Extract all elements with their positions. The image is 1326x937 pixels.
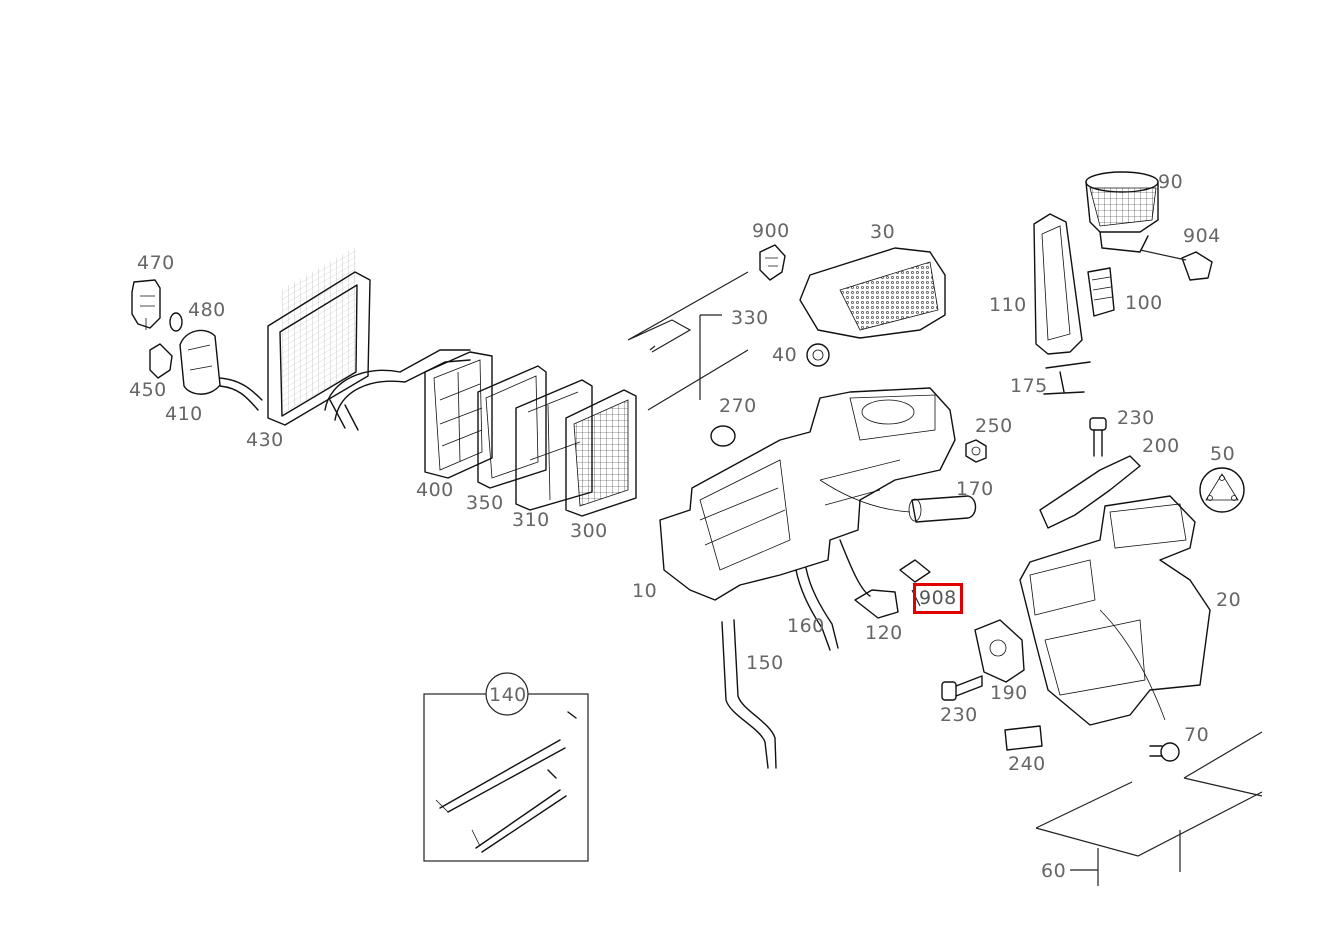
blower-motor-part [1085, 171, 1159, 253]
part-label-20[interactable]: 20 [1216, 589, 1242, 611]
part-label-904[interactable]: 904 [1183, 225, 1221, 247]
cover-panel-part [1035, 731, 1263, 886]
part-label-160[interactable]: 160 [787, 615, 825, 637]
water-hose-part [721, 619, 777, 769]
part-label-30[interactable]: 30 [870, 221, 896, 243]
heater-core-part [424, 351, 493, 479]
blower-regulator-part [1087, 267, 1115, 317]
part-label-270[interactable]: 270 [719, 395, 757, 417]
part-label-230-upper[interactable]: 230 [1117, 407, 1155, 429]
part-label-100[interactable]: 100 [1125, 292, 1163, 314]
part-label-120[interactable]: 120 [865, 622, 903, 644]
bowden-cable-part [627, 271, 749, 411]
part-label-60[interactable]: 60 [1041, 860, 1067, 882]
part-label-430[interactable]: 430 [246, 429, 284, 451]
duct-part [908, 495, 977, 523]
part-label-40[interactable]: 40 [772, 344, 798, 366]
coolant-pipes-part [324, 349, 471, 421]
drain-hose-part [795, 567, 839, 651]
sensor-part [759, 244, 786, 281]
blower-connector-part [1139, 249, 1213, 281]
screw-part-lower [941, 675, 983, 701]
part-label-170[interactable]: 170 [956, 478, 994, 500]
part-label-140[interactable]: 140 [489, 684, 527, 706]
main-housing-part [659, 387, 956, 601]
part-label-908[interactable]: 908 [913, 583, 963, 614]
part-label-90[interactable]: 90 [1158, 171, 1184, 193]
part-label-400[interactable]: 400 [416, 479, 454, 501]
part-label-175[interactable]: 175 [1010, 375, 1048, 397]
part-label-190[interactable]: 190 [990, 682, 1028, 704]
part-label-480[interactable]: 480 [188, 299, 226, 321]
expansion-valve-part [131, 279, 161, 330]
wiring-bracket-part [1039, 455, 1141, 529]
part-label-350[interactable]: 350 [466, 492, 504, 514]
filter-frame-part [477, 365, 547, 489]
cabin-filter-part [565, 389, 637, 517]
insulation-sleeve-part [179, 329, 221, 395]
leader-908 [911, 589, 921, 607]
evaporator-part [267, 246, 371, 426]
part-label-50[interactable]: 50 [1210, 443, 1236, 465]
part-label-310[interactable]: 310 [512, 509, 550, 531]
part-label-410[interactable]: 410 [165, 403, 203, 425]
wiring-harness-part [839, 539, 931, 619]
bracket-part [149, 343, 173, 379]
part-label-330[interactable]: 330 [731, 307, 769, 329]
part-label-300[interactable]: 300 [570, 520, 608, 542]
part-label-250[interactable]: 250 [975, 415, 1013, 437]
part-label-240[interactable]: 240 [1008, 753, 1046, 775]
filter-housing-part [1033, 213, 1083, 355]
pipe-part [219, 377, 263, 411]
screw-part-70 [1149, 742, 1180, 762]
nut-part [965, 439, 987, 463]
triangle-symbol-part [1199, 467, 1245, 513]
part-label-150[interactable]: 150 [746, 652, 784, 674]
part-label-450[interactable]: 450 [129, 379, 167, 401]
part-label-10[interactable]: 10 [632, 580, 658, 602]
harness-box [423, 672, 589, 862]
actuator-part [806, 343, 830, 367]
servo-motor-part [974, 619, 1025, 683]
cap-part [710, 425, 736, 447]
clip-part [1004, 725, 1043, 751]
part-label-470[interactable]: 470 [137, 252, 175, 274]
air-distribution-housing-part [799, 247, 946, 339]
part-label-70[interactable]: 70 [1184, 724, 1210, 746]
heater-box-part [1019, 495, 1211, 726]
pipe-fittings [329, 399, 359, 431]
part-label-110[interactable]: 110 [989, 294, 1027, 316]
o-ring-part [169, 312, 183, 332]
screw-part-upper [1089, 417, 1107, 457]
part-label-200[interactable]: 200 [1142, 435, 1180, 457]
part-label-230-lower[interactable]: 230 [940, 704, 978, 726]
part-label-900[interactable]: 900 [752, 220, 790, 242]
retainer-part [1043, 361, 1091, 395]
